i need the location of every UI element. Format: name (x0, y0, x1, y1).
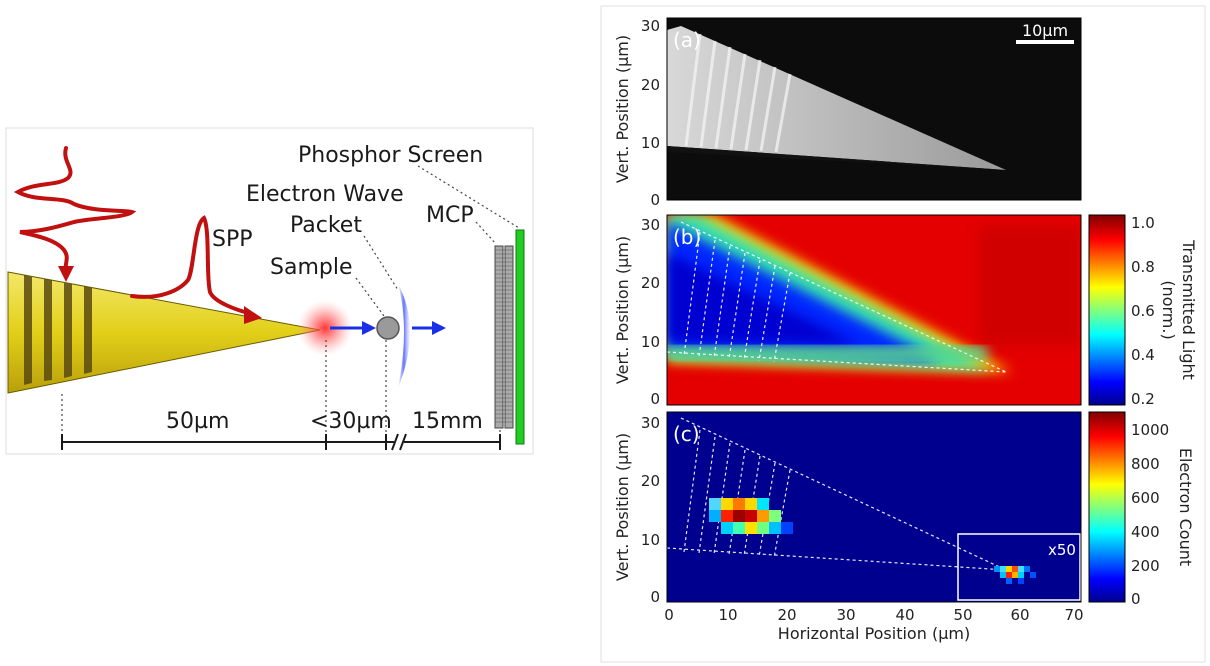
emission-glow (297, 300, 353, 356)
electron-arrowhead-1 (362, 321, 376, 335)
label-electron-wave: Electron Wave (246, 182, 404, 207)
inset-label: x50 (1048, 541, 1076, 559)
panel-b: (b) (666, 214, 1082, 406)
schematic-frame (5, 127, 534, 455)
colorbar-c-label: Electron Count (1176, 448, 1195, 566)
colorbar-c: 0 200 400 600 800 1000 Electron Count (1088, 411, 1195, 608)
cb-c-tick-2: 400 (1131, 523, 1160, 541)
cb-b-tick-0: 0.2 (1131, 390, 1155, 408)
dim-label-15mm: 15mm (412, 409, 483, 434)
dimension-line (61, 433, 501, 451)
panel-a-ylabel: Vert. Position (µm) (613, 35, 632, 183)
panel-c: (c) x50 (666, 411, 1082, 603)
b-ytick-10: 10 (641, 333, 660, 351)
cb-c-tick-4: 800 (1131, 455, 1160, 473)
emission-spot-apex (994, 566, 1036, 584)
b-ytick-30: 30 (641, 216, 660, 234)
x-ticks: 0 10 20 30 40 50 60 70 (664, 606, 1083, 624)
panel-a-tip-image (667, 26, 1006, 170)
panel-a-tag: (a) (673, 28, 701, 52)
emission-spot-main (709, 498, 793, 534)
c-ytick-30: 30 (641, 414, 660, 432)
label-sample: Sample (270, 255, 353, 280)
xtick-30: 30 (836, 606, 855, 624)
panel-b-tag: (b) (673, 225, 701, 249)
colorbar-b-label-1: Transmitted Light (1179, 239, 1198, 380)
a-ytick-30: 30 (641, 17, 660, 35)
panel-a-yticks: 0 10 20 30 (641, 17, 660, 209)
panel-b-darkred (980, 225, 1080, 345)
panel-b-ylabel: Vert. Position (µm) (613, 236, 632, 384)
label-phosphor-screen: Phosphor Screen (298, 143, 483, 168)
cb-c-tick-0: 0 (1131, 590, 1141, 608)
panel-a-border (666, 17, 1082, 201)
cb-c-tick-3: 600 (1131, 489, 1160, 507)
sample-sphere (376, 316, 400, 340)
panel-a: (a) 10µm (666, 17, 1082, 201)
electron-wave-packet (398, 284, 410, 388)
colorbar-b-gradient (1088, 214, 1126, 406)
scalebar (1016, 40, 1074, 44)
b-ytick-20: 20 (641, 274, 660, 292)
incident-pulse (13, 146, 137, 274)
spp-pulse (130, 215, 254, 316)
inset-box (957, 533, 1081, 601)
c-ytick-10: 10 (641, 531, 660, 549)
scalebar-label: 10µm (1022, 21, 1068, 40)
dim-label-50um: 50µm (166, 409, 229, 434)
colorbar-b-label-2: (norm.) (1159, 280, 1178, 339)
x-axis-label: Horizontal Position (µm) (778, 624, 970, 643)
label-mcp: MCP (426, 203, 474, 228)
a-ytick-0: 0 (650, 191, 660, 209)
xtick-40: 40 (895, 606, 914, 624)
b-ytick-0: 0 (650, 390, 660, 408)
mcp-hatching (495, 249, 513, 423)
tip (7, 271, 321, 394)
cb-b-tick-4: 1.0 (1131, 214, 1155, 232)
panels-frame (600, 5, 1206, 663)
cb-b-tick-3: 0.8 (1131, 258, 1155, 276)
panel-b-outline (667, 221, 1007, 373)
phosphor-screen (515, 229, 525, 445)
panel-c-yticks: 0 10 20 30 (641, 414, 660, 606)
a-ytick-10: 10 (641, 134, 660, 152)
dim-label-30um: <30µm (310, 409, 392, 434)
xtick-70: 70 (1064, 606, 1083, 624)
xtick-60: 60 (1010, 606, 1029, 624)
cb-c-tick-1: 200 (1131, 557, 1160, 575)
panel-b-yticks: 0 10 20 30 (641, 216, 660, 408)
label-spp: SPP (212, 227, 253, 252)
xtick-10: 10 (718, 606, 737, 624)
c-ytick-20: 20 (641, 472, 660, 490)
xtick-20: 20 (777, 606, 796, 624)
spp-arrowhead (244, 306, 262, 324)
panel-c-border (666, 411, 1082, 603)
pulse-arrowhead (58, 266, 74, 282)
panel-a-shadow (667, 146, 1006, 170)
label-packet: Packet (290, 213, 362, 238)
c-ytick-0: 0 (650, 588, 660, 606)
cb-b-tick-1: 0.4 (1131, 346, 1155, 364)
a-ytick-20: 20 (641, 76, 660, 94)
electron-arrowhead-2 (432, 321, 446, 335)
axes: 0 10 20 30 0 10 20 30 0 10 20 30 0 10 20… (613, 17, 1084, 643)
panel-a-grating (684, 33, 792, 153)
colorbar-b: 0.2 0.4 0.6 0.8 1.0 Transmitted Light (n… (1088, 214, 1198, 408)
cb-b-tick-2: 0.6 (1131, 302, 1155, 320)
colorbar-c-gradient (1088, 411, 1126, 603)
grating (24, 275, 92, 385)
xtick-0: 0 (664, 606, 674, 624)
xtick-50: 50 (953, 606, 972, 624)
panel-c-ylabel: Vert. Position (µm) (613, 433, 632, 581)
panel-b-border (666, 214, 1082, 406)
schematic: Phosphor Screen Electron Wave Packet MCP… (5, 127, 534, 455)
mcp-plates (494, 245, 514, 429)
panel-b-deepblue (667, 252, 860, 345)
panel-c-tag: (c) (673, 422, 700, 446)
cb-c-tick-5: 1000 (1131, 421, 1169, 439)
